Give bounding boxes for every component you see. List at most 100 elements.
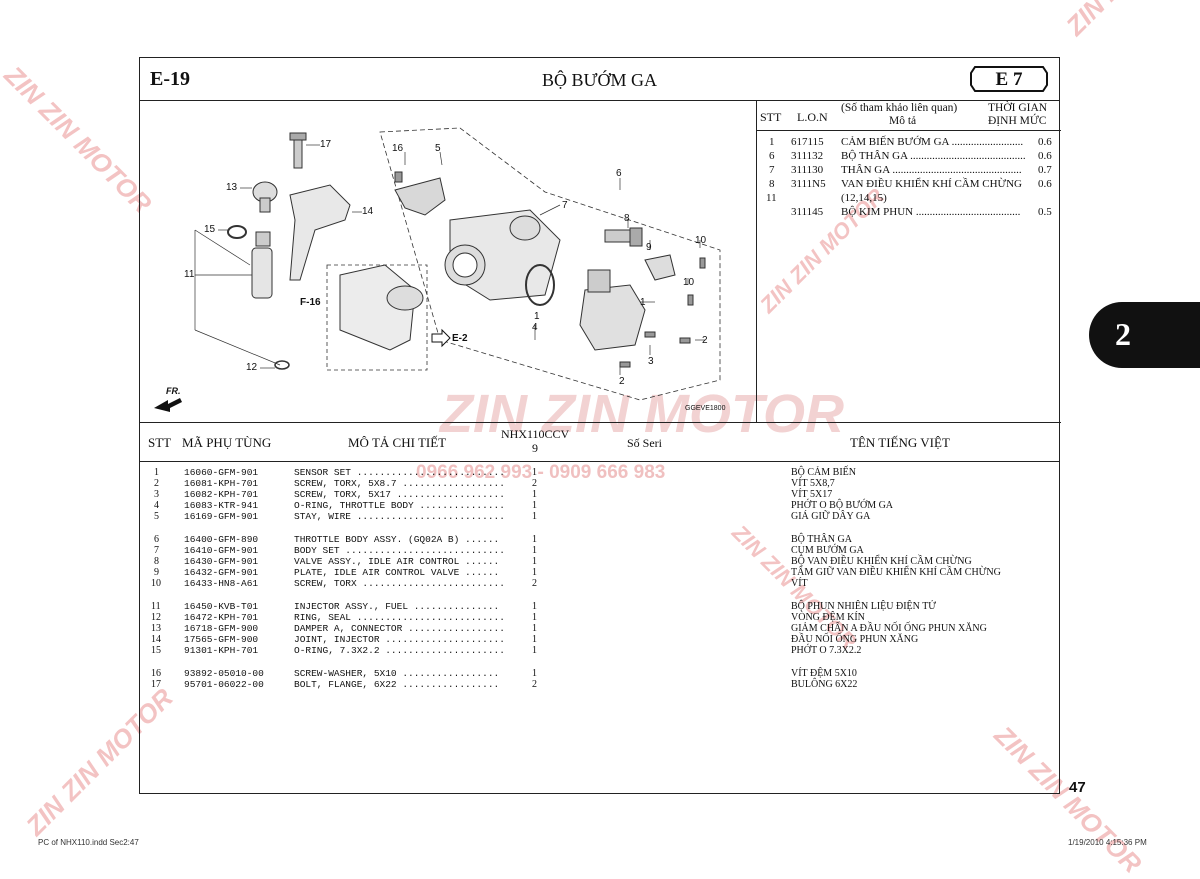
row-code: 95701-06022-00: [184, 679, 264, 690]
row-desc: RING, SEAL ..........................: [294, 612, 505, 623]
ref-time: 0.5: [1038, 206, 1052, 218]
row-qty: 1: [532, 556, 537, 567]
e2-label: E-2: [452, 333, 468, 344]
row-vietnamese: ĐẦU NỐI ỐNG PHUN XĂNG: [791, 634, 919, 645]
row-code: 91301-KPH-701: [184, 645, 259, 656]
row-desc: BOLT, FLANGE, 6X22 .................: [294, 679, 500, 690]
f16-label: F-16: [300, 297, 321, 308]
row-code: 17565-GFM-900: [184, 634, 259, 645]
page-number: 47: [1069, 779, 1086, 796]
callout-12: 12: [246, 362, 258, 373]
row-qty: 1: [532, 500, 537, 511]
callout-9: 9: [646, 242, 652, 253]
callout-2: 2: [702, 335, 708, 346]
row-vietnamese: TẤM GIỮ VAN ĐIỀU KHIỂN KHÍ CẦM CHỪNG: [791, 567, 1001, 578]
row-desc: THROTTLE BODY ASSY. (GQ02A B) ......: [294, 534, 500, 545]
col-header-stt: STT: [148, 435, 172, 450]
callout-10: 10: [695, 235, 707, 246]
page-header: E-19 BỘ BƯỚM GA E 7: [140, 58, 1059, 101]
callout-4: 4: [532, 322, 538, 333]
row-code: 16430-GFM-901: [184, 556, 259, 567]
reference-row: 311145 BỘ KIM PHUN .....................…: [757, 206, 1061, 220]
row-code: 16450-KVB-T01: [184, 601, 259, 612]
row-qty: 1: [532, 489, 537, 500]
callout-1b: 1: [534, 311, 540, 322]
row-stt: 3: [154, 489, 159, 500]
row-code: 16169-GFM-901: [184, 511, 259, 522]
ref-desc: BỘ THÂN GA .............................…: [841, 150, 1026, 162]
row-stt: 11: [151, 601, 161, 612]
ref-lon: 311132: [791, 150, 824, 162]
row-desc: DAMPER A, CONNECTOR .................: [294, 623, 505, 634]
callout-11: 11: [184, 269, 195, 280]
ref-header-time-line2: ĐỊNH MỨC: [988, 115, 1047, 127]
callout-10b: 10: [683, 277, 695, 288]
row-vietnamese: VÍT ĐỆM 5X10: [791, 668, 857, 679]
row-qty: 1: [532, 467, 537, 478]
row-vietnamese: VÍT 5X8,7: [791, 478, 835, 489]
col-header-model-line2: 9: [532, 441, 538, 455]
ref-time: 0.6: [1038, 178, 1052, 190]
row-qty: 1: [532, 612, 537, 623]
reference-row: 6 311132 BỘ THÂN GA ....................…: [757, 150, 1061, 164]
reference-row: 1 617115 CẢM BIẾN BƯỚM GA ..............…: [757, 136, 1061, 150]
ref-header-ref-line1: (Số tham khảo liên quan): [841, 102, 958, 114]
footer-file-info: PC of NHX110.indd Sec2:47: [38, 838, 139, 847]
labor-time-reference: STT L.O.N (Số tham khảo liên quan) Mô tả…: [757, 100, 1061, 423]
col-header-vietnamese: TÊN TIẾNG VIỆT: [850, 435, 950, 450]
row-vietnamese: BULÔNG 6X22: [791, 679, 858, 690]
ref-desc: THÂN GA ................................…: [841, 164, 1022, 176]
row-code: 16410-GFM-901: [184, 545, 259, 556]
row-code: 16060-GFM-901: [184, 467, 259, 478]
row-qty: 1: [532, 668, 537, 679]
row-qty: 1: [532, 567, 537, 578]
ref-desc: VAN ĐIỀU KHIỂN KHÍ CẦM CHỪNG: [841, 178, 1022, 190]
row-desc: SCREW, TORX, 5X17 ...................: [294, 489, 505, 500]
row-code: 93892-05010-00: [184, 668, 264, 679]
reference-header: STT L.O.N (Số tham khảo liên quan) Mô tả…: [757, 100, 1061, 131]
ref-stt: 1: [769, 136, 775, 148]
callout-17: 17: [320, 139, 332, 150]
ref-desc: BỘ KIM PHUN ............................…: [841, 206, 1021, 218]
fr-arrow-label: FR.: [166, 386, 181, 396]
row-desc: O-RING, THROTTLE BODY ...............: [294, 500, 505, 511]
row-qty: 2: [532, 679, 537, 690]
ref-lon: 311130: [791, 164, 824, 176]
callout-2b: 2: [619, 376, 625, 387]
diagram-ref-code: GGEVE1800: [685, 405, 726, 412]
ref-time: 0.6: [1038, 136, 1052, 148]
row-stt: 5: [154, 511, 159, 522]
row-desc: SCREW-WASHER, 5X10 .................: [294, 668, 500, 679]
col-header-serial: Số Seri: [627, 436, 663, 450]
row-stt: 6: [154, 534, 159, 545]
row-desc: SCREW, TORX .........................: [294, 578, 505, 589]
row-desc: O-RING, 7.3X2.2 .....................: [294, 645, 505, 656]
row-desc: STAY, WIRE ..........................: [294, 511, 505, 522]
row-stt: 12: [151, 612, 161, 623]
row-stt: 7: [154, 545, 159, 556]
row-vietnamese: VÍT 5X17: [791, 489, 833, 500]
ref-lon: 311145: [791, 206, 824, 218]
row-desc: BODY SET ............................: [294, 545, 505, 556]
ref-stt: 6: [769, 150, 775, 162]
reference-row: 11 (12,14,15): [757, 192, 1061, 206]
row-code: 16432-GFM-901: [184, 567, 259, 578]
badge-label: E 7: [995, 69, 1023, 90]
row-vietnamese: BỘ CẢM BIẾN: [791, 467, 857, 478]
row-qty: 2: [532, 478, 537, 489]
row-desc: INJECTOR ASSY., FUEL ...............: [294, 601, 500, 612]
watermark-brand: ZIN ZIN MOTOR: [0, 60, 158, 219]
callout-14: 14: [362, 206, 374, 217]
row-vietnamese: VÒNG ĐỆM KÍN: [791, 612, 865, 623]
callout-16: 16: [392, 143, 404, 154]
row-code: 16718-GFM-900: [184, 623, 259, 634]
col-header-code: MÃ PHỤ TÙNG: [182, 435, 272, 450]
callout-13: 13: [226, 182, 238, 193]
row-qty: 1: [532, 534, 537, 545]
ref-lon: 617115: [791, 136, 824, 148]
row-qty: 1: [532, 511, 537, 522]
